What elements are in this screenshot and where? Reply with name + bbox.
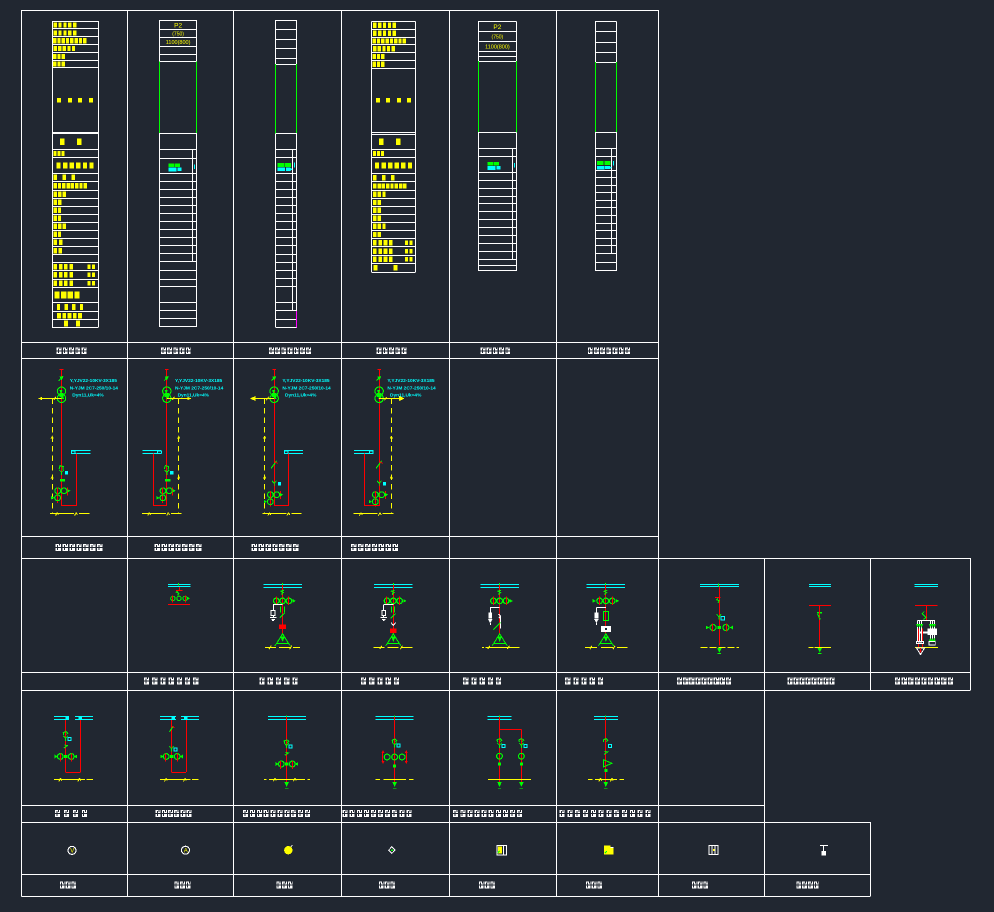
svg-text:Y,YJV22-10KV-3X185: Y,YJV22-10KV-3X185 <box>175 378 223 384</box>
svg-text:Dyn11,Uk=4%: Dyn11,Uk=4% <box>178 393 210 399</box>
svg-text:P2: P2 <box>493 24 501 31</box>
svg-text:(750): (750) <box>492 34 504 40</box>
svg-text:A: A <box>184 848 188 854</box>
svg-text:N-YJM 2C7-250/10-14: N-YJM 2C7-250/10-14 <box>387 385 436 391</box>
svg-text:P2: P2 <box>174 22 182 29</box>
svg-text:N-YJM 2C7-250/10-14: N-YJM 2C7-250/10-14 <box>70 385 119 391</box>
svg-text:1100(800): 1100(800) <box>485 44 510 50</box>
svg-text:N-YJM 2C7-250/10-14: N-YJM 2C7-250/10-14 <box>282 385 331 391</box>
svg-text:Y,YJV22-10KV-3X185: Y,YJV22-10KV-3X185 <box>282 378 330 384</box>
svg-text:Dyn11,Uk=4%: Dyn11,Uk=4% <box>285 393 317 399</box>
svg-text:(750): (750) <box>172 32 184 38</box>
svg-text:Y,YJV22-10KV-3X185: Y,YJV22-10KV-3X185 <box>387 378 435 384</box>
svg-text:Dyn11,Uk=4%: Dyn11,Uk=4% <box>72 393 104 399</box>
svg-text:N-YJM 2C7-250/10-14: N-YJM 2C7-250/10-14 <box>175 385 224 391</box>
svg-text:Dyn11,Uk=4%: Dyn11,Uk=4% <box>390 393 422 399</box>
svg-text:Y,YJV22-10KV-3X185: Y,YJV22-10KV-3X185 <box>70 378 118 384</box>
svg-text:V: V <box>70 849 74 855</box>
svg-text:1100(800): 1100(800) <box>166 40 191 46</box>
